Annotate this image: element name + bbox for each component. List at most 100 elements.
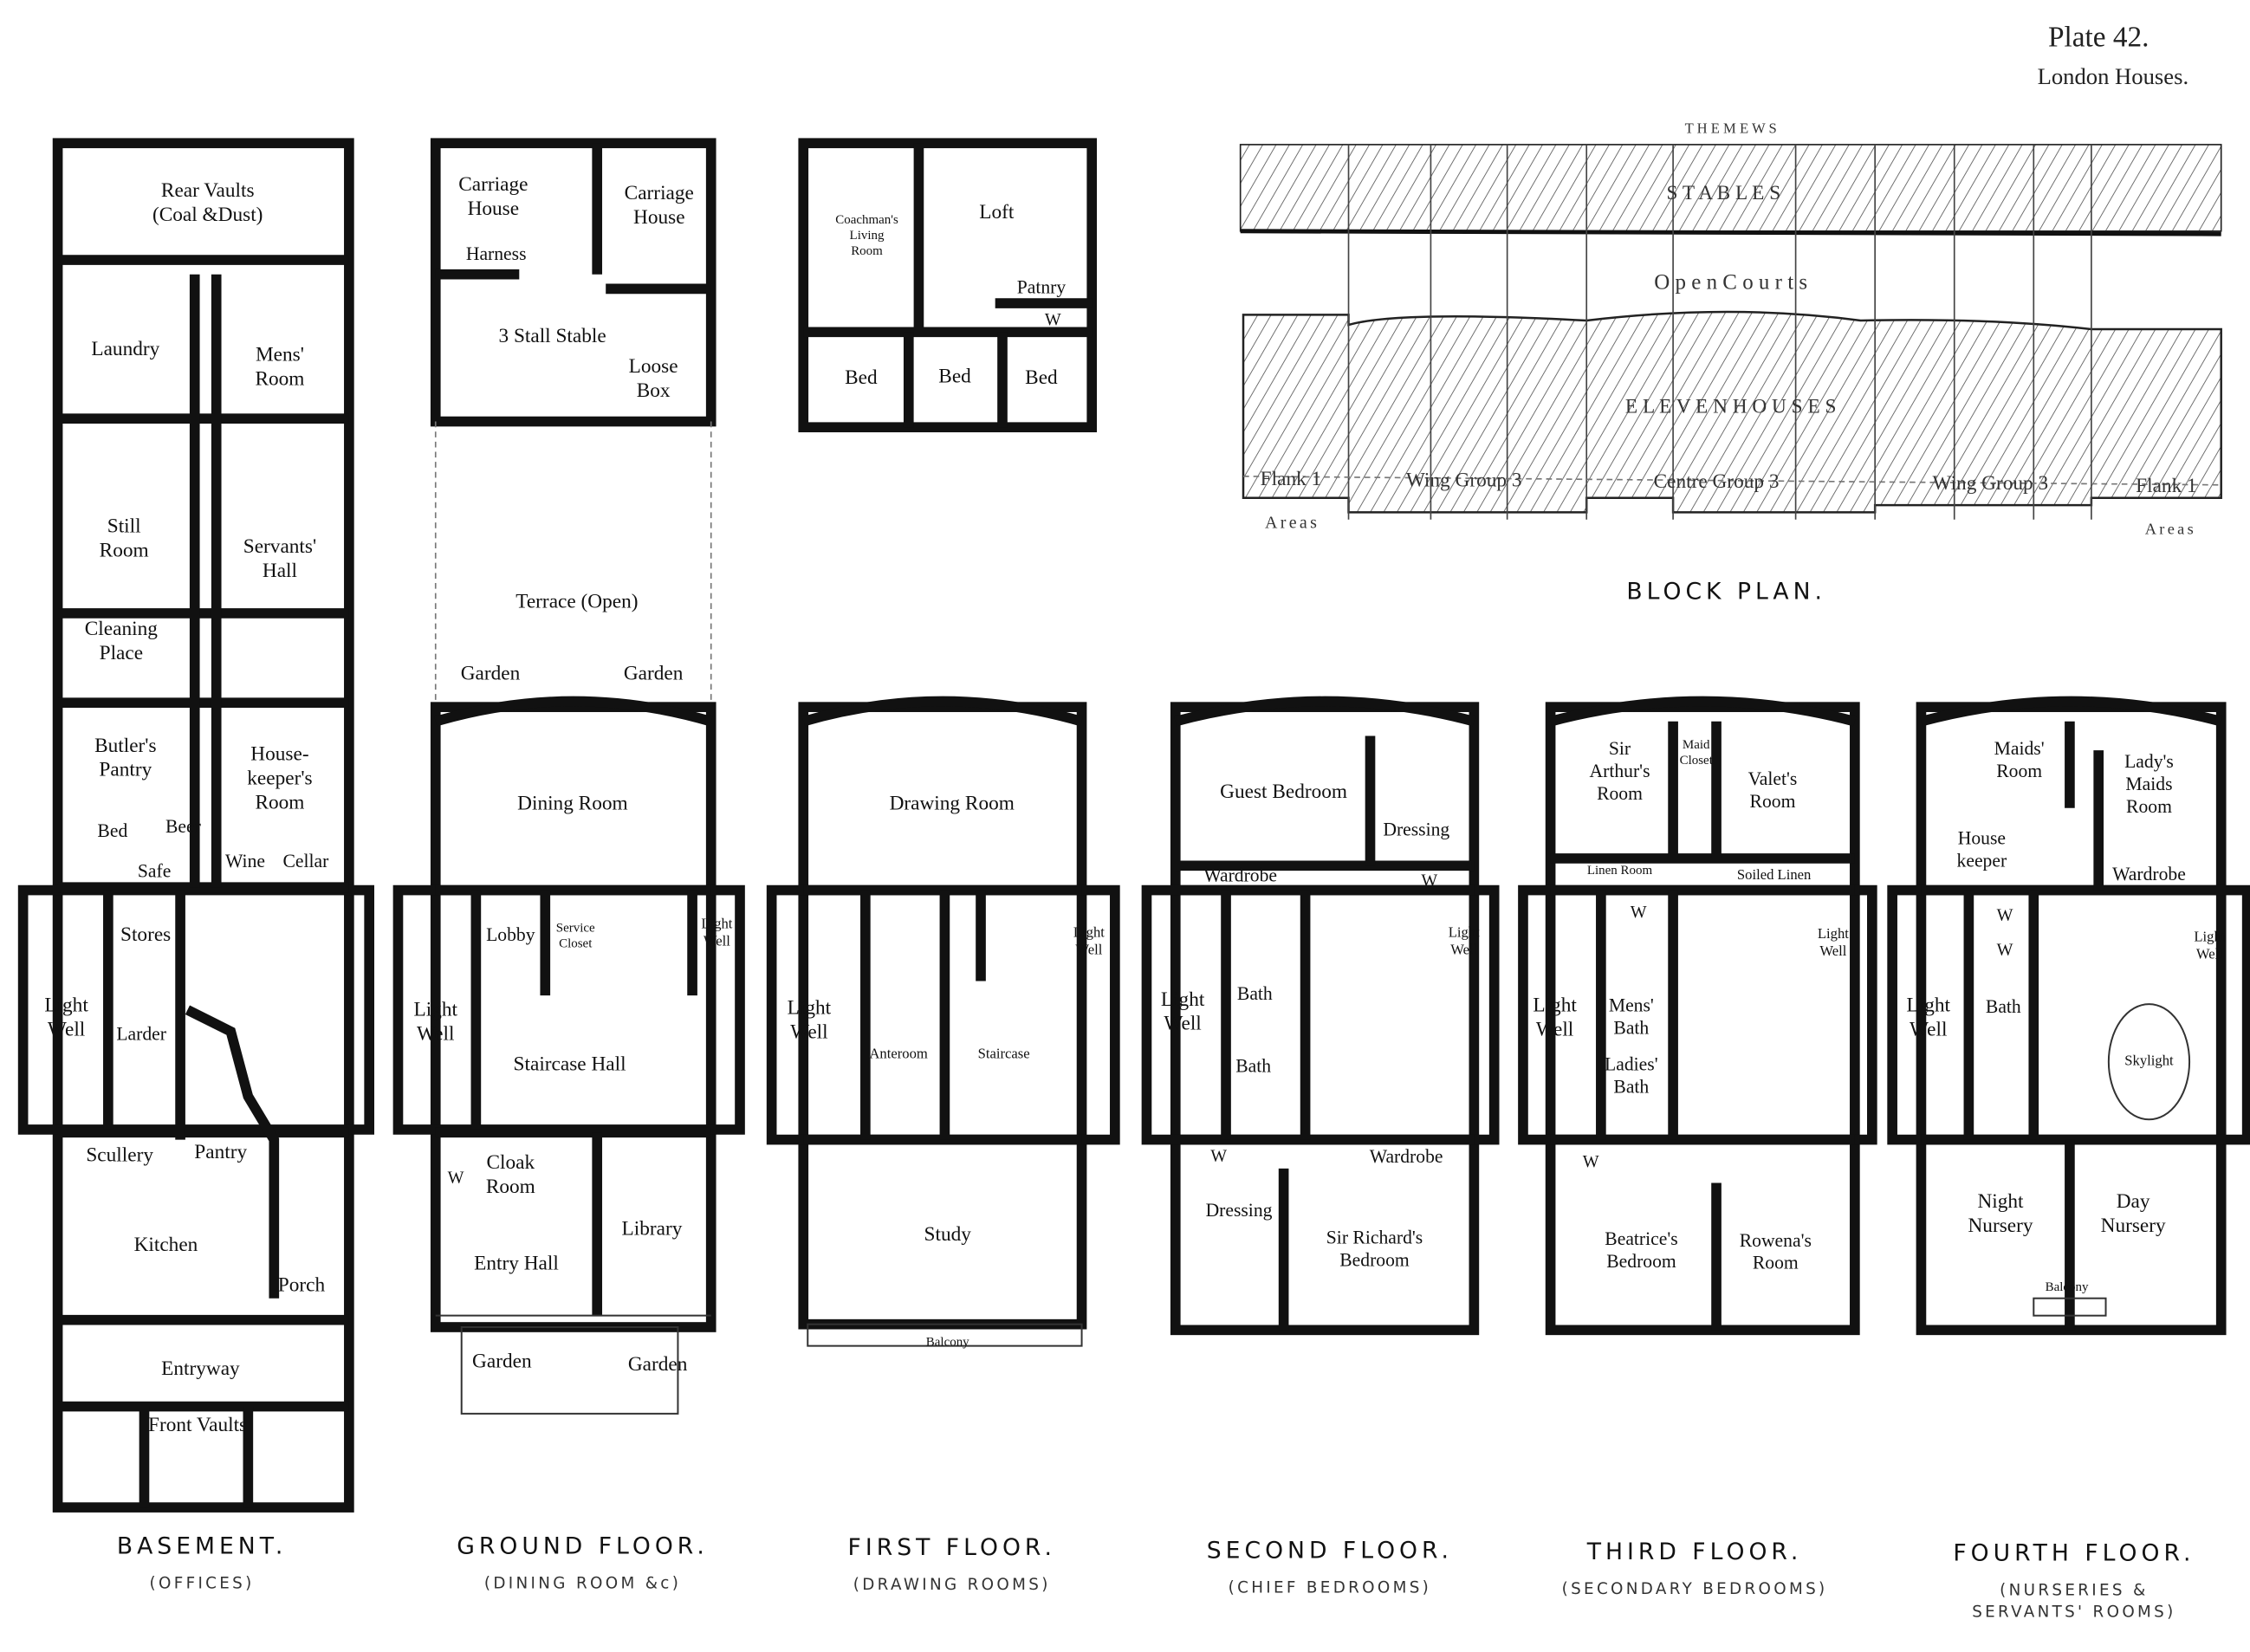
room-label-line: Maids' — [1994, 738, 2045, 759]
wall — [185, 1005, 280, 1299]
room-label-line: Garden — [624, 663, 684, 685]
room-label-line: Bath — [1237, 983, 1273, 1004]
group-dimension-line — [1243, 475, 2221, 486]
floor-title-fourth: FOURTH FLOOR. — [1953, 1540, 2195, 1567]
room-label-line: Garden — [461, 663, 521, 685]
room-label-line: Closet — [559, 937, 593, 951]
room-label: Dressing — [1383, 819, 1449, 839]
room-label: Wardrobe — [2112, 864, 2186, 884]
room-label-line: Wardrobe — [2112, 864, 2186, 884]
room-label-line: Bath — [1235, 1055, 1271, 1076]
room-label-line: Cellar — [283, 851, 330, 871]
room-label-line: Nursery — [2101, 1215, 2166, 1237]
room-label-line: Rear Vaults — [161, 179, 255, 202]
room-label-line: W — [1583, 1152, 1599, 1171]
room-label: Study — [924, 1223, 972, 1246]
room-label-line: Anteroom — [869, 1045, 927, 1061]
room-label-line: Wardrobe — [1370, 1146, 1443, 1167]
room-label-line: Well — [417, 1023, 454, 1046]
room-label: Entryway — [161, 1357, 240, 1380]
room-label-line: Garden — [628, 1353, 688, 1376]
room-label: Wine — [225, 851, 265, 871]
room-label: Laundry — [91, 338, 159, 360]
room-label-line: Pantry — [194, 1142, 247, 1164]
room-label: W — [1045, 310, 1061, 329]
room-label: Porch — [278, 1274, 326, 1297]
room-label-line: Well — [1164, 1013, 1201, 1035]
room-label-line: Study — [924, 1223, 972, 1246]
basement-outline — [52, 138, 354, 1513]
floor-subtitle-basement: (OFFICES) — [150, 1574, 255, 1592]
room-label-line: Beer — [165, 816, 202, 837]
bay-window — [434, 696, 713, 727]
stable-block-outline — [430, 138, 716, 427]
room-label-line: Mens' — [1609, 994, 1654, 1015]
room-label: Wardrobe — [1370, 1146, 1443, 1167]
skylight-shape — [2107, 1003, 2191, 1121]
room-label-line: Night — [1977, 1190, 2024, 1213]
room-label-line: House — [468, 198, 520, 220]
room-label-line: Front Vaults — [148, 1414, 247, 1436]
room-label-line: Room — [1597, 783, 1643, 804]
room-label-line: Bedroom — [1339, 1249, 1410, 1270]
room-label-line: Bath — [1613, 1017, 1649, 1038]
room-label-line: Wardrobe — [1203, 865, 1277, 886]
room-label-line: Room — [1750, 791, 1796, 812]
room-label-line: 3 Stall Stable — [498, 325, 606, 347]
stables-block — [1239, 144, 2222, 232]
room-label-line: Sir Richard's — [1326, 1227, 1423, 1247]
room-label: Kitchen — [134, 1234, 198, 1256]
room-label: Stores — [120, 923, 171, 946]
group-label-centre: Centre Group 3 — [1654, 470, 1780, 493]
room-label-line: Guest Bedroom — [1220, 781, 1347, 803]
room-label-line: Loft — [979, 201, 1015, 224]
room-label-line: Well — [1910, 1019, 1947, 1041]
room-label-line: Ladies' — [1605, 1054, 1658, 1075]
room-label: Guest Bedroom — [1220, 781, 1347, 803]
room-label: Dining Room — [517, 793, 628, 815]
room-label-line: keeper — [1957, 850, 2007, 871]
room-label-line: Light — [1449, 923, 1480, 940]
floor-subtitle-second: (CHIEF BEDROOMS) — [1229, 1578, 1432, 1597]
room-label-line: Balcony — [926, 1336, 969, 1350]
room-label-line: Mens' — [256, 344, 304, 366]
room-label-line: Room — [2126, 796, 2172, 817]
room-label: W — [1631, 903, 1647, 922]
room-label-line: W — [1997, 905, 2013, 924]
floor-title-second: SECOND FLOOR. — [1207, 1537, 1453, 1564]
room-label: Safe — [138, 861, 171, 882]
room-label-line: House — [633, 206, 685, 229]
floor-titles: BASEMENT.(OFFICES)GROUND FLOOR.(DINING R… — [117, 1532, 2195, 1621]
room-label-line: Day — [2117, 1190, 2150, 1213]
room-label-line: Room — [1753, 1253, 1799, 1273]
room-label: Larder — [116, 1024, 166, 1045]
room-label-line: Beatrice's — [1605, 1228, 1677, 1249]
room-label-line: Skylight — [2124, 1052, 2174, 1068]
room-label-line: Light — [1907, 994, 1951, 1017]
room-label: Mens'Room — [255, 344, 304, 391]
group-label-wing-left: Wing Group 3 — [1406, 469, 1522, 491]
room-label-line: House — [1958, 827, 2006, 848]
room-label-line: Bed — [97, 820, 127, 841]
mews-label: T H E M E W S — [1685, 120, 1777, 137]
room-label-line: Butler's — [94, 735, 157, 757]
room-label-line: Terrace (Open) — [515, 591, 638, 613]
room-label-line: Patnry — [1017, 276, 1067, 297]
balcony — [2033, 1297, 2107, 1317]
room-label-line: keeper's — [247, 768, 312, 790]
room-label-line: Bedroom — [1606, 1251, 1676, 1272]
floor-subtitle-ground: (DINING ROOM &c) — [484, 1574, 681, 1592]
room-label-line: Harness — [466, 243, 527, 264]
room-label-line: Dressing — [1383, 819, 1449, 839]
areas-label-right: Areas — [2145, 520, 2196, 537]
room-label-line: Living — [850, 230, 885, 243]
